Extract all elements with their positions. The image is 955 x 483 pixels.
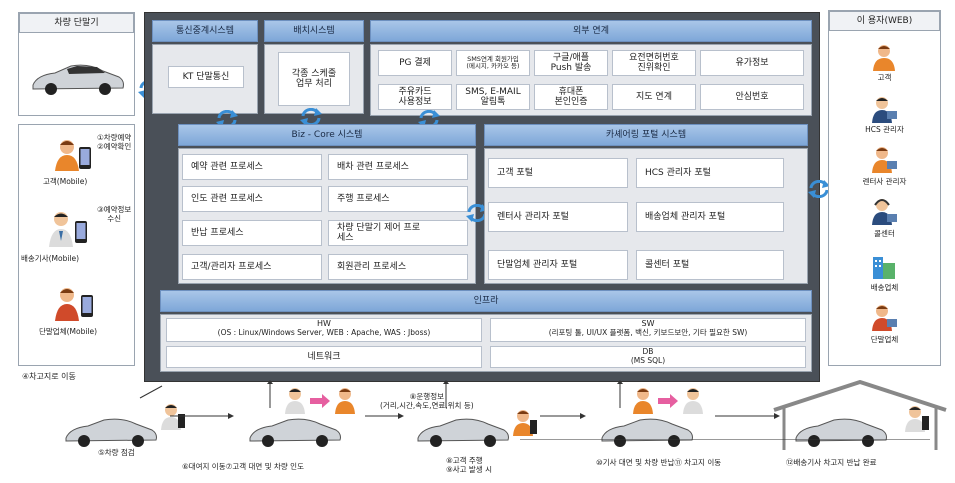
- core-return: 반납 프로세스: [182, 220, 322, 246]
- core-title: Biz - Core 시스템: [178, 124, 476, 146]
- customer-mobile-label: 고객(Mobile): [43, 177, 88, 186]
- core-dispatch: 배차 관련 프로세스: [328, 154, 468, 180]
- external-safe-number: 안심번호: [700, 84, 804, 110]
- step-reserve-label: ①차량예약 ②예약확인: [97, 133, 132, 151]
- driver-icon: [161, 404, 185, 430]
- handover-arrow-icon: [310, 394, 330, 408]
- web-user-label: HCS 관리자: [865, 125, 904, 134]
- external-map: 지도 연계: [612, 84, 696, 110]
- external-sms-signup: SMS연계 회원가입 (메시지, 카카오 등): [456, 50, 530, 76]
- web-user-label: 렌터사 관리자: [862, 177, 907, 186]
- garage-icon: [773, 380, 947, 450]
- infra-db-desc: (MS SQL): [630, 356, 666, 365]
- driver-icon: [285, 388, 305, 414]
- car-icon: [417, 418, 509, 447]
- flow-step67: ⑥대여지 이동⑦고객 대면 및 차량 인도: [182, 462, 304, 471]
- terminal-company-mobile-icon: [55, 288, 93, 321]
- infra-title: 인프라: [160, 290, 812, 312]
- external-phone-auth: 휴대폰 본인인증: [534, 84, 608, 110]
- web-user-label: 배송업체: [870, 283, 899, 292]
- comm-relay-title: 통신중계시스템: [152, 20, 258, 42]
- sync-arrows-icon: [808, 180, 830, 198]
- vehicle-terminal-title: 차량 단말기: [19, 13, 134, 33]
- external-license: 요전면허번호 진위확인: [612, 50, 696, 76]
- customer-icon: [335, 388, 355, 414]
- portal-terminal-admin: 단말업체 관리자 포털: [488, 250, 628, 280]
- batch-title: 배치시스템: [264, 20, 364, 42]
- car-icon: [249, 418, 341, 447]
- driver-mobile-icon: [905, 406, 929, 432]
- infra-db: DB (MS SQL): [490, 346, 806, 368]
- infra-sw-desc: (리포팅 툴, UI/UX 플랫폼, 백신, 키보드보안, 기타 필요한 SW): [548, 328, 748, 337]
- core-customer-admin: 고객/관리자 프로세스: [182, 254, 322, 280]
- web-user-label: 단말업체: [870, 335, 899, 344]
- car-icon: [601, 418, 693, 447]
- kt-terminal-comm: KT 단말통신: [168, 66, 244, 88]
- web-user-label: 고객: [877, 73, 892, 82]
- web-users-panel: 이 용자(WEB) 고객 HCS 관리자 렌터사 관리자 콜센터 배송업체 단말…: [828, 10, 941, 366]
- web-user-label: 콜센터: [874, 229, 895, 238]
- external-pg: PG 결제: [378, 50, 452, 76]
- infra-hw-title: HW: [317, 319, 331, 328]
- customer-mobile-icon: [55, 140, 91, 171]
- driver-icon: [683, 388, 703, 414]
- flow-arrows: [139, 380, 930, 440]
- flow-step12: ⑫배송기사 차고지 반납 완료: [786, 458, 877, 467]
- flow-step-info: ⑧운행정보 (거리,시간,속도,연료,위치 등): [380, 392, 474, 410]
- external-sms-email: SMS, E-MAIL 알림톡: [456, 84, 530, 110]
- flow-step89: ⑧고객 주행 ⑨사고 발생 시: [446, 456, 492, 474]
- delivery-company-icon: [873, 257, 895, 279]
- flow-step4: ④차고지로 이동: [22, 372, 76, 381]
- portal-renter-admin: 렌터사 관리자 포털: [488, 202, 628, 232]
- external-fuel-price: 유가정보: [700, 50, 804, 76]
- core-handover: 인도 관련 프로세스: [182, 186, 322, 212]
- driver-mobile-icon: [49, 212, 87, 247]
- core-reservation: 예약 관련 프로세스: [182, 154, 322, 180]
- portal-hcs-admin: HCS 관리자 포털: [636, 158, 784, 188]
- customer-icon: [633, 388, 653, 414]
- portal-delivery-admin: 배송업체 관리자 포털: [636, 202, 784, 232]
- core-driving: 주행 프로세스: [328, 186, 468, 212]
- infra-sw-title: SW: [641, 319, 655, 328]
- external-fuelcard: 주유카드 사용정보: [378, 84, 452, 110]
- car-icon: [65, 418, 157, 447]
- hcs-admin-icon: [872, 97, 897, 123]
- portal-callcenter: 콜센터 포털: [636, 250, 784, 280]
- vehicle-terminal-panel: 차량 단말기: [18, 12, 135, 116]
- terminal-company-icon: [872, 305, 897, 331]
- batch-schedule: 각종 스케줄 업무 처리: [278, 52, 350, 106]
- infra-hw: HW (OS : Linux/Windows Server, WEB : Apa…: [166, 318, 482, 342]
- infra-sw: SW (리포팅 툴, UI/UX 플랫폼, 백신, 키보드보안, 기타 필요한 …: [490, 318, 806, 342]
- infra-hw-desc: (OS : Linux/Windows Server, WEB : Apache…: [217, 328, 431, 337]
- infra-db-title: DB: [642, 347, 654, 356]
- core-member-mgmt: 회원관리 프로세스: [328, 254, 468, 280]
- customer-user-icon: [873, 45, 895, 71]
- portal-title: 카셰어링 포털 시스템: [484, 124, 808, 146]
- terminal-company-mobile-label: 단말업체(Mobile): [39, 327, 98, 336]
- external-push: 구글/애플 Push 발송: [534, 50, 608, 76]
- core-terminal-control: 차량 단말기 제어 프로 세스: [328, 220, 468, 246]
- flow-step5: ⑤차량 점검: [98, 448, 135, 457]
- car-icon: [795, 418, 887, 447]
- flow-step1011: ⑩기사 대면 및 차량 반납⑪ 차고지 이동: [596, 458, 722, 467]
- driver-mobile-label: 배송기사(Mobile): [21, 254, 80, 263]
- portal-customer: 고객 포털: [488, 158, 628, 188]
- infra-network: 네트워크: [166, 346, 482, 368]
- external-title: 외부 연계: [370, 20, 812, 42]
- handover-arrow-icon: [658, 394, 678, 408]
- renter-admin-icon: [872, 147, 897, 173]
- callcenter-icon: [872, 199, 897, 225]
- car-icon: [32, 64, 124, 95]
- mobile-users-panel: ①차량예약 ②예약확인 고객(Mobile) ③예약정보 수신 배송기사(Mob…: [18, 124, 135, 366]
- web-users-title: 이 용자(WEB): [829, 11, 940, 31]
- customer-mobile-icon: [513, 410, 537, 436]
- step-info-label: ③예약정보 수신: [97, 205, 132, 223]
